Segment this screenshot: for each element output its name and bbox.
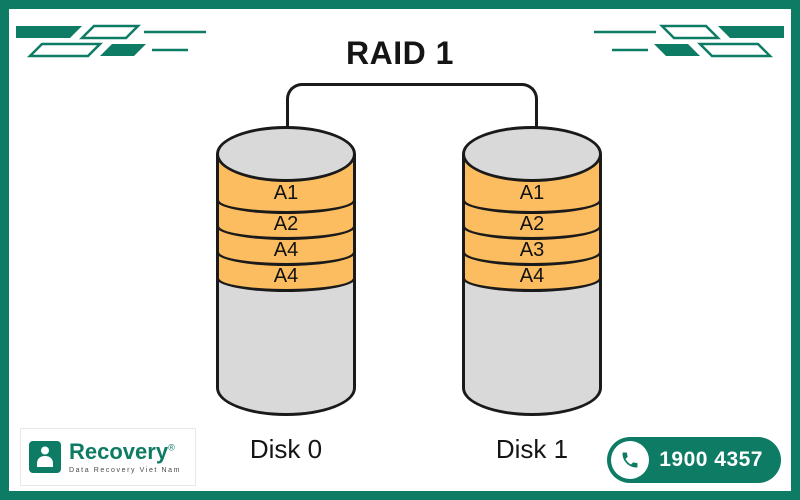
disk-1-label: Disk 1 — [495, 434, 569, 464]
recovery-logo-icon — [29, 441, 61, 473]
disk-0-cylinder: A1 A2 A4 A4 — [216, 126, 356, 416]
disk-1: A1 A2 A3 A4 Disk 1 — [462, 126, 602, 465]
disk-1-top — [462, 126, 602, 182]
disk-0-top — [216, 126, 356, 182]
diagram-title: RAID 1 — [346, 35, 454, 71]
mirror-connector-line — [286, 83, 538, 146]
brand-name: Recovery® — [69, 438, 175, 464]
recovery-logo-text: Recovery® Data Recovery Viet Nam — [69, 438, 182, 474]
registered-mark: ® — [168, 442, 175, 453]
phone-icon — [611, 441, 650, 479]
circuit-decoration-right-icon — [594, 24, 784, 58]
recovery-logo: Recovery® Data Recovery Viet Nam — [21, 429, 196, 485]
disk-0-label: Disk 0 — [249, 434, 323, 464]
brand-tagline: Data Recovery Viet Nam — [69, 466, 182, 474]
circuit-decoration-left-icon — [16, 24, 206, 58]
disk-1-cylinder: A1 A2 A3 A4 — [462, 126, 602, 416]
phone-badge: 1900 4357 — [607, 437, 781, 483]
phone-number: 1900 4357 — [659, 448, 763, 471]
disk-0: A1 A2 A4 A4 Disk 0 — [216, 126, 356, 465]
